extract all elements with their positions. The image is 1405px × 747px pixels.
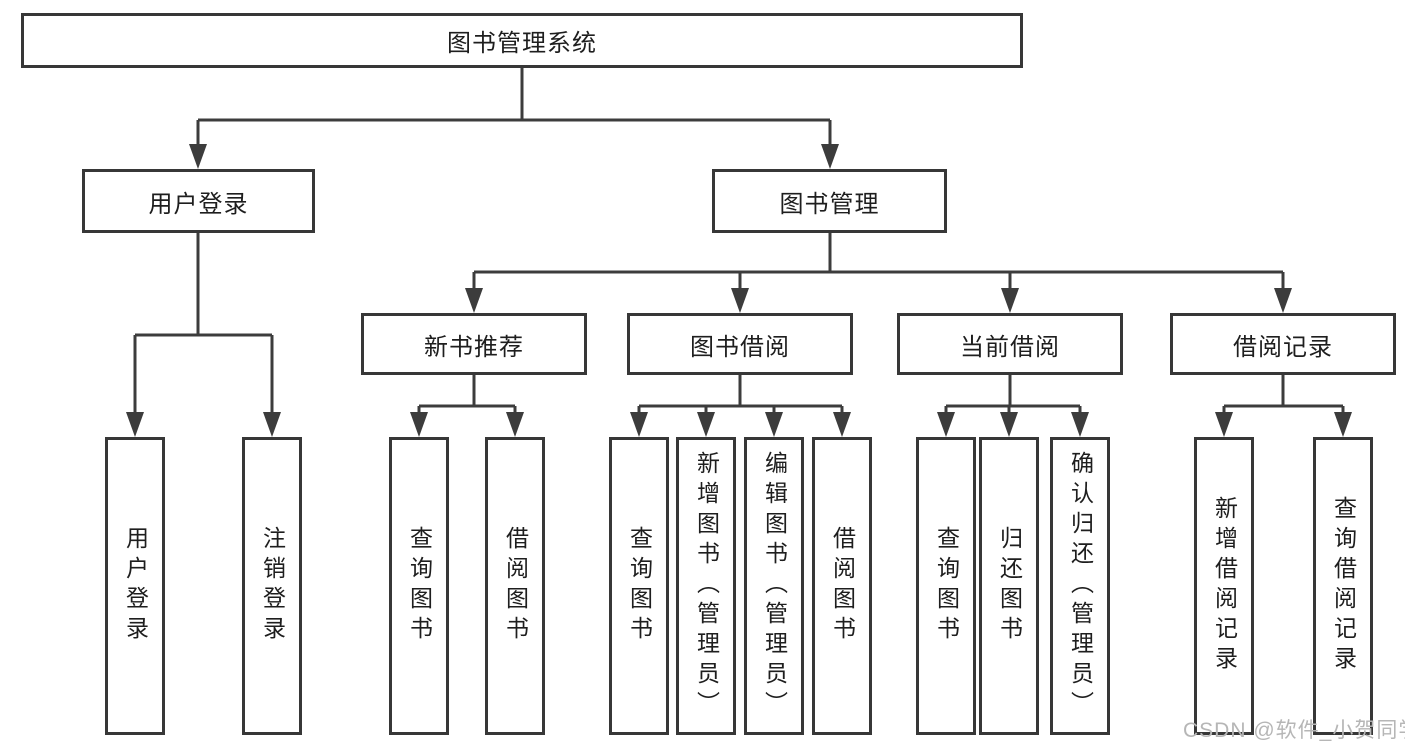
leaf-current-return-books: 归还图书 <box>979 437 1039 735</box>
leaf-label: 查询图书 <box>626 526 653 646</box>
leaf-borrowing-edit-books-admin: 编辑图书（管理员） <box>744 437 804 735</box>
node-borrowing-records: 借阅记录 <box>1170 313 1396 375</box>
leaf-newrec-query-books: 查询图书 <box>389 437 449 735</box>
leaf-borrowing-add-books-admin: 新增图书（管理员） <box>676 437 736 735</box>
leaf-label: 查询借阅记录 <box>1330 496 1357 676</box>
leaf-current-confirm-return-admin: 确认归还（管理员） <box>1050 437 1110 735</box>
leaf-newrec-borrow-books: 借阅图书 <box>485 437 545 735</box>
leaf-label: 编辑图书（管理员） <box>761 451 788 721</box>
leaf-label: 用户登录 <box>122 526 149 646</box>
leaf-records-query-borrow-record: 查询借阅记录 <box>1313 437 1373 735</box>
leaf-label: 注销登录 <box>259 526 286 646</box>
leaf-label: 归还图书 <box>996 526 1023 646</box>
leaf-logout-login: 注销登录 <box>242 437 302 735</box>
node-library-management-system: 图书管理系统 <box>21 13 1023 68</box>
leaf-label: 借阅图书 <box>829 526 856 646</box>
leaf-label: 确认归还（管理员） <box>1067 451 1094 721</box>
csdn-watermark: CSDN @软件_小贺同学 <box>1183 719 1405 742</box>
leaf-user-login: 用户登录 <box>105 437 165 735</box>
leaf-records-add-borrow-record: 新增借阅记录 <box>1194 437 1254 735</box>
leaf-label: 查询图书 <box>933 526 960 646</box>
leaf-current-query-books: 查询图书 <box>916 437 976 735</box>
leaf-label: 新增图书（管理员） <box>693 451 720 721</box>
node-user-login: 用户登录 <box>82 169 315 233</box>
leaf-label: 借阅图书 <box>502 526 529 646</box>
leaf-borrowing-borrow-books: 借阅图书 <box>812 437 872 735</box>
leaf-label: 查询图书 <box>406 526 433 646</box>
node-current-borrowing: 当前借阅 <box>897 313 1123 375</box>
node-new-book-recommend: 新书推荐 <box>361 313 587 375</box>
node-book-borrowing: 图书借阅 <box>627 313 853 375</box>
leaf-label: 新增借阅记录 <box>1211 496 1238 676</box>
leaf-borrowing-query-books: 查询图书 <box>609 437 669 735</box>
node-book-management: 图书管理 <box>712 169 947 233</box>
